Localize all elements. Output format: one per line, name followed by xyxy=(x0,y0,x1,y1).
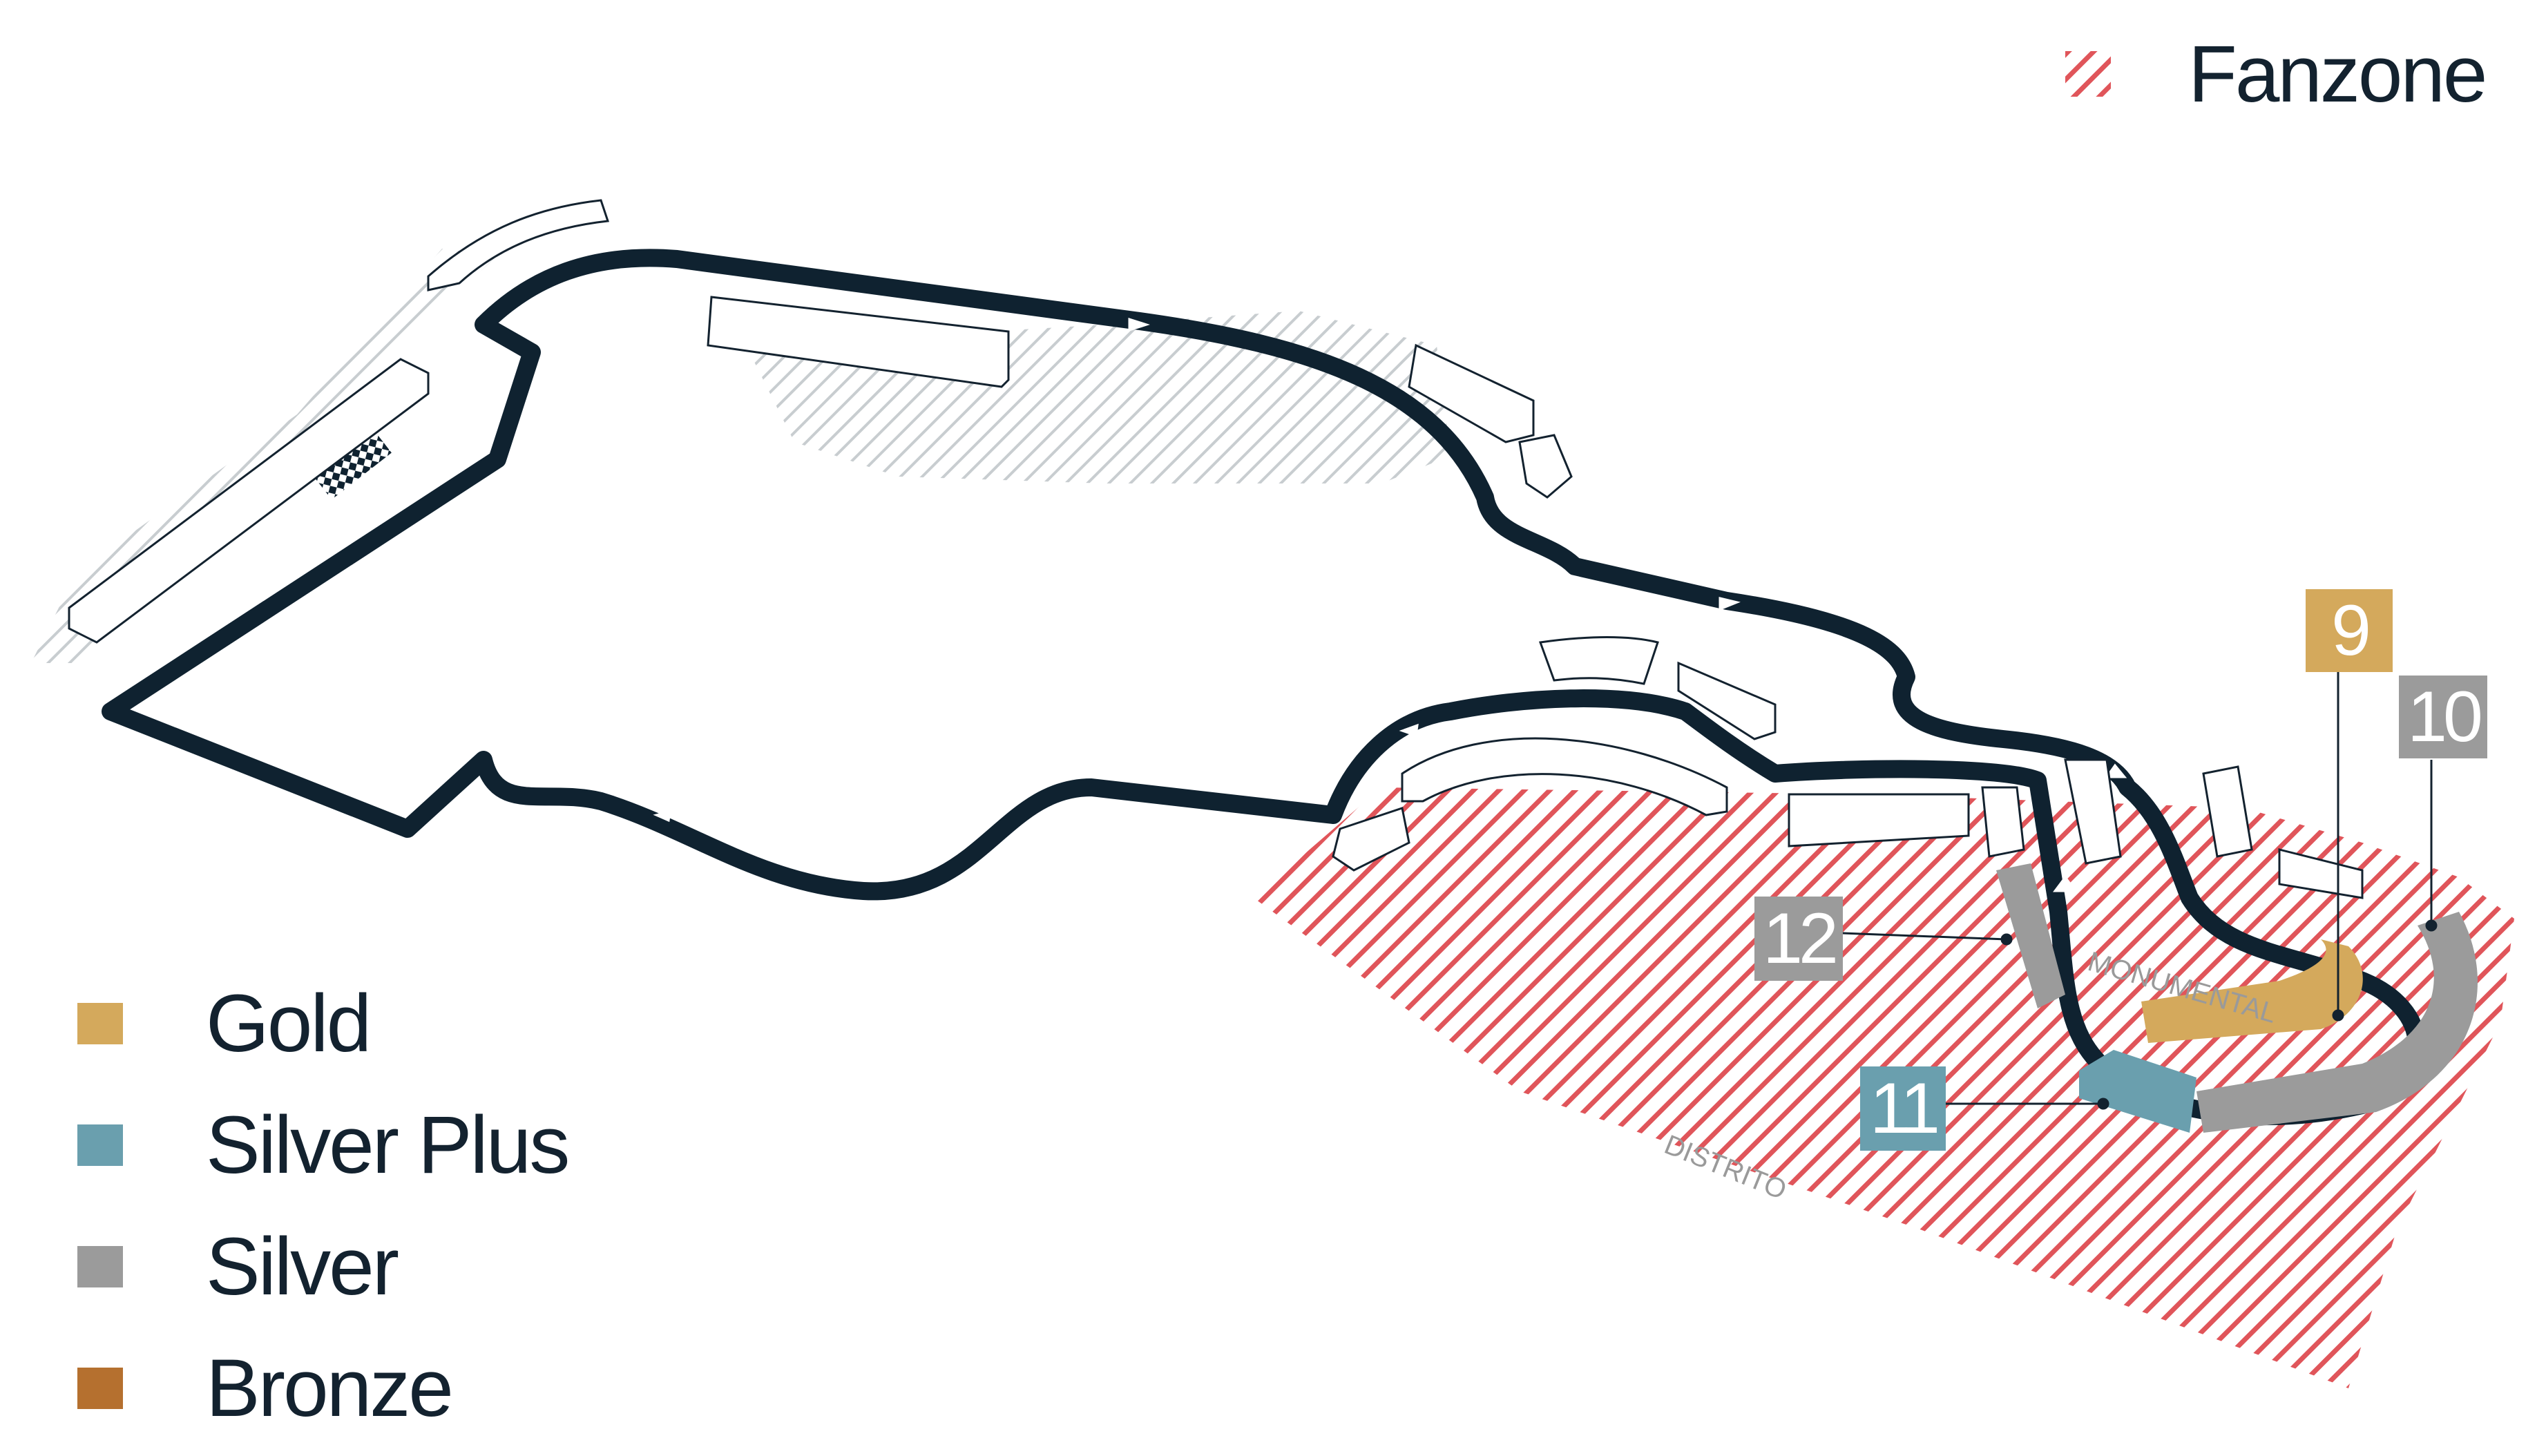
grandstand-number-10: 10 xyxy=(2407,676,2483,757)
grandstand-badge-9[interactable]: 9 xyxy=(2306,589,2393,672)
grandstand-badge-11[interactable]: 11 xyxy=(1860,1066,1946,1151)
fanzone-label: Fanzone xyxy=(2188,29,2487,119)
building-mid-box xyxy=(1677,661,1777,740)
legend-item-gold: Gold xyxy=(77,977,372,1071)
building-top-long xyxy=(707,296,1010,388)
buildings xyxy=(68,199,2364,899)
fanzone-swatch-icon xyxy=(2065,51,2111,97)
legend-label-silver: Silver xyxy=(206,1221,399,1312)
building-column-3 xyxy=(2202,765,2253,858)
building-column-1 xyxy=(1981,786,2025,858)
grandstand-badge-10[interactable]: 10 xyxy=(2399,676,2487,758)
legend-item-bronze: Bronze xyxy=(77,1341,454,1435)
leader-lines xyxy=(1823,667,2438,1110)
building-box-right xyxy=(2278,848,2364,899)
silver-swatch-icon xyxy=(77,1246,123,1287)
grandstand-badge-12[interactable]: 12 xyxy=(1754,897,1843,981)
building-column-2 xyxy=(2064,758,2122,865)
grandstand-number-12: 12 xyxy=(1763,898,1839,979)
grandstand-number-11: 11 xyxy=(1870,1068,1940,1149)
legend-label-bronze: Bronze xyxy=(206,1343,454,1434)
bronze-swatch-icon xyxy=(77,1368,123,1409)
grandstand-11 xyxy=(2079,1050,2196,1133)
start-finish-line xyxy=(313,428,392,500)
legend-label-gold: Gold xyxy=(206,978,372,1069)
gold-swatch-icon xyxy=(77,1003,123,1044)
building-right-small xyxy=(1518,434,1573,499)
legend-item-silver: Silver xyxy=(77,1220,399,1314)
building-left-box xyxy=(1332,807,1410,872)
legend-label-silver-plus: Silver Plus xyxy=(206,1100,570,1191)
direction-arrows xyxy=(653,317,2127,892)
building-arc xyxy=(1401,737,1728,816)
building-top-left xyxy=(427,199,610,291)
legend-item-silver-plus: Silver Plus xyxy=(77,1098,570,1192)
grandstand-number-9: 9 xyxy=(2331,590,2371,671)
fanzone-legend: Fanzone xyxy=(2065,28,2487,120)
grandstand-10 xyxy=(2196,912,2478,1133)
grandstand-12 xyxy=(1996,863,2065,1008)
grandstand-9 xyxy=(2141,939,2363,1043)
building-pit-main xyxy=(68,358,430,644)
building-flat xyxy=(1788,793,1970,847)
building-curved-stand xyxy=(1538,636,1659,685)
building-right-upper xyxy=(1408,343,1535,443)
silver-plus-swatch-icon xyxy=(77,1124,123,1166)
